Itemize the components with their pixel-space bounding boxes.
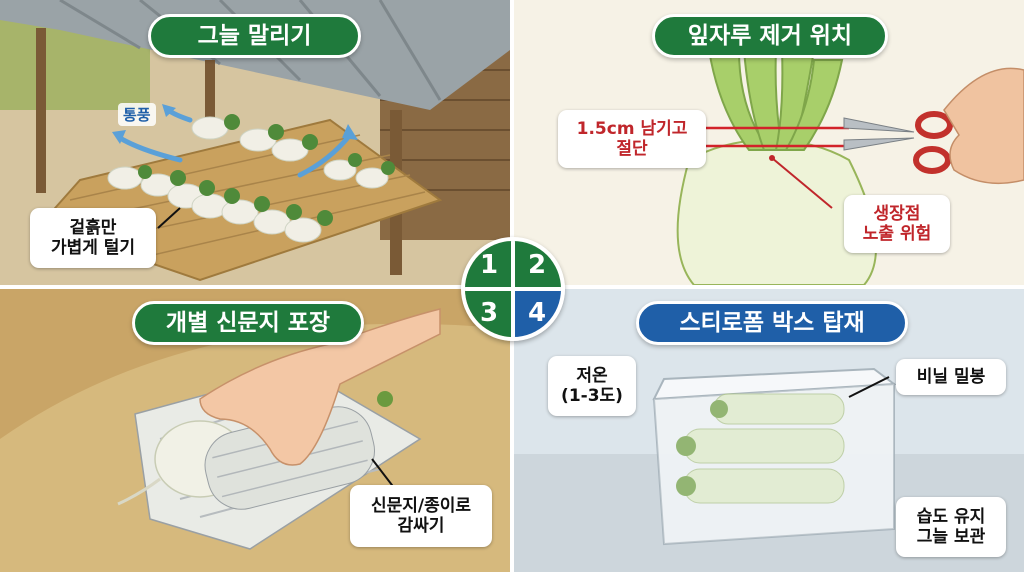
radish-icon (107, 114, 395, 243)
growth-point-warning: 생장점 노출 위험 (844, 195, 950, 253)
trimming-title: 잎자루 제거 위치 (652, 14, 888, 58)
step-2-number: 2 (513, 241, 561, 289)
drying-title: 그늘 말리기 (148, 14, 361, 58)
wrapping-title: 개별 신문지 포장 (132, 301, 364, 345)
storage-title: 스티로폼 박스 탑재 (636, 301, 908, 345)
step-number-badge: 1 2 3 4 (461, 237, 565, 341)
drying-note: 겉흙만 가볍게 털기 (30, 208, 156, 268)
ventilation-label: 통풍 (118, 103, 156, 126)
scissors-icon (843, 111, 953, 174)
badge-divider-horizontal (465, 287, 561, 291)
cut-position-note: 1.5cm 남기고 절단 (558, 110, 706, 168)
hand-icon (943, 67, 1024, 185)
step-3-number: 3 (465, 289, 513, 337)
panel-stem-trimming: 잎자루 제거 위치 1.5cm 남기고 절단 생장점 노출 위험 (514, 0, 1024, 285)
step-4-number: 4 (513, 289, 561, 337)
wrapping-note: 신문지/종이로 감싸기 (350, 485, 492, 547)
humidity-note: 습도 유지 그늘 보관 (896, 497, 1006, 557)
panel-shade-drying: 그늘 말리기 통풍 겉흙만 가볍게 털기 (0, 0, 510, 285)
step-1-number: 1 (465, 241, 513, 289)
styrofoam-box-icon (652, 367, 897, 546)
panel-styrofoam-storage: 스티로폼 박스 탑재 저온 (1-3도) 비닐 밀봉 습도 유지 그늘 보관 (514, 289, 1024, 572)
seal-note: 비닐 밀봉 (896, 359, 1006, 395)
panel-newspaper-wrapping: 개별 신문지 포장 신문지/종이로 감싸기 (0, 289, 510, 572)
temperature-note: 저온 (1-3도) (548, 356, 636, 416)
